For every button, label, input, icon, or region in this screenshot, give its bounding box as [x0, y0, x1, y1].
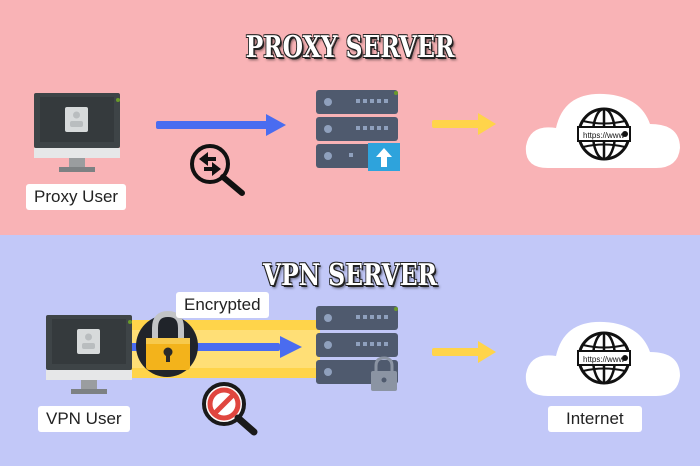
proxy-user-label: Proxy User	[26, 184, 127, 210]
proxy-browser-bar-text: https://www	[583, 131, 625, 140]
proxy-section-title: PROXY SERVER	[245, 30, 455, 65]
proxy-user-monitor-icon	[34, 93, 120, 172]
vpn-section-title: VPN SERVER	[262, 258, 438, 293]
vpn-user-label: VPN User	[38, 406, 130, 432]
encrypted-label: Encrypted	[176, 292, 269, 318]
server-lock-icon	[371, 356, 397, 391]
proxy-internet-cloud-icon: https://www	[525, 93, 680, 168]
search-swap-icon	[190, 144, 245, 196]
padlock-icon	[136, 310, 198, 377]
vpn-to-internet-arrow	[432, 341, 496, 363]
vpn-internet-cloud-icon: https://www	[525, 321, 680, 396]
proxy-to-internet-arrow	[432, 113, 496, 135]
internet-label: Internet	[548, 406, 642, 432]
vpn-user-monitor-icon	[46, 315, 132, 394]
blocked-search-icon	[202, 382, 258, 436]
vpn-browser-bar-text: https://www	[583, 355, 625, 364]
proxy-request-arrow	[156, 114, 286, 136]
upload-arrow-icon	[368, 143, 400, 171]
